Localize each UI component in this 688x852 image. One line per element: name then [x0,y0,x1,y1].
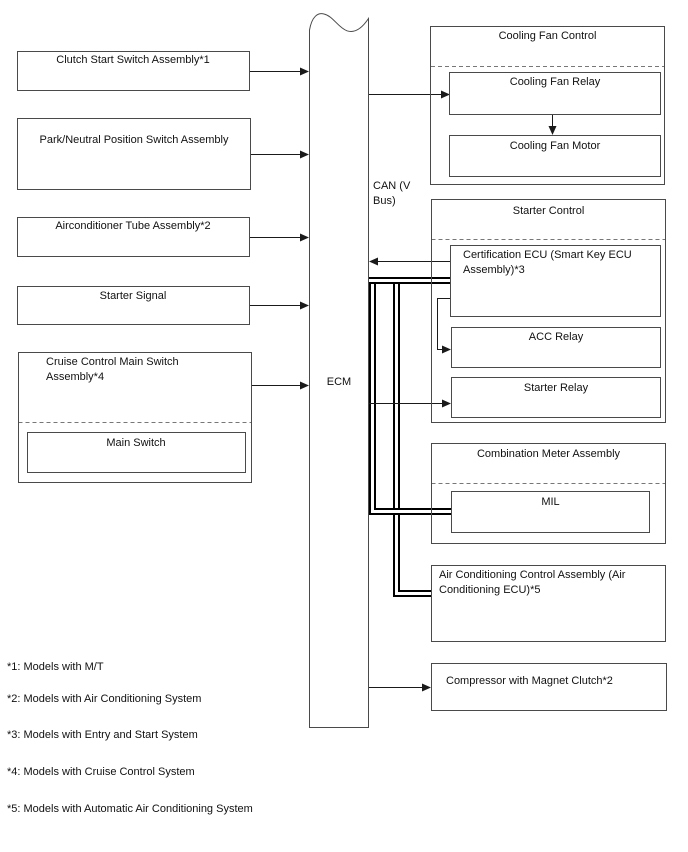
cruise-control-label: Cruise Control Main Switch Assembly*4 [46,356,179,383]
air-conditioning-control-label: Air Conditioning Control Assembly (Air C… [439,569,626,596]
clutch-start-switch-box [17,51,250,91]
footnote-1: *1: Models with M/T [7,661,104,673]
can-bus-label: CAN (V Bus) [373,180,411,207]
footnote-2: *2: Models with Air Conditioning System [7,693,202,705]
clutch-start-switch-label: Clutch Start Switch Assembly*1 [56,54,210,66]
cooling-fan-relay-box [449,72,661,115]
cooling-fan-motor-box [449,135,661,177]
cooling-fan-control-title: Cooling Fan Control [498,30,597,42]
cooling-fan-motor-label: Cooling Fan Motor [509,140,601,152]
cooling-fan-control-box [430,26,665,185]
combination-meter-box [431,443,666,544]
airconditioner-tube-box [17,217,250,257]
airconditioner-tube-label: Airconditioner Tube Assembly*2 [55,220,211,232]
footnote-4: *4: Models with Cruise Control System [7,766,195,778]
starter-control-box [431,199,666,423]
compressor-label: Compressor with Magnet Clutch*2 [446,675,613,687]
park-neutral-switch-label: Park/Neutral Position Switch Assembly [39,134,229,146]
mil-box [451,491,650,533]
certification-ecu-label: Certification ECU (Smart Key ECU Assembl… [463,249,632,276]
acc-relay-label: ACC Relay [528,331,584,343]
cruise-control-box [18,352,252,483]
cooling-fan-relay-label: Cooling Fan Relay [509,76,601,88]
footnote-5: *5: Models with Automatic Air Conditioni… [7,803,253,815]
mil-label: MIL [541,496,560,508]
starter-relay-label: Starter Relay [523,382,589,394]
signal-lines [250,71,553,688]
park-neutral-switch-box [17,118,251,190]
compressor-box [431,663,667,711]
starter-control-title: Starter Control [512,205,585,217]
starter-signal-label: Starter Signal [99,290,167,302]
ecm-label: ECM [326,376,352,388]
starter-signal-box [17,286,250,325]
certification-ecu-box [450,245,661,317]
starter-relay-box [451,377,661,418]
can-bus-lines [369,277,452,597]
acc-relay-box [451,327,661,368]
dashed-dividers [18,66,666,484]
main-switch-label: Main Switch [106,437,166,449]
ecm-box-shape [309,13,369,728]
arrowheads [300,67,557,692]
air-conditioning-control-box [431,565,666,642]
footnote-3: *3: Models with Entry and Start System [7,729,198,741]
main-switch-box [27,432,246,473]
combination-meter-title: Combination Meter Assembly [476,448,621,460]
